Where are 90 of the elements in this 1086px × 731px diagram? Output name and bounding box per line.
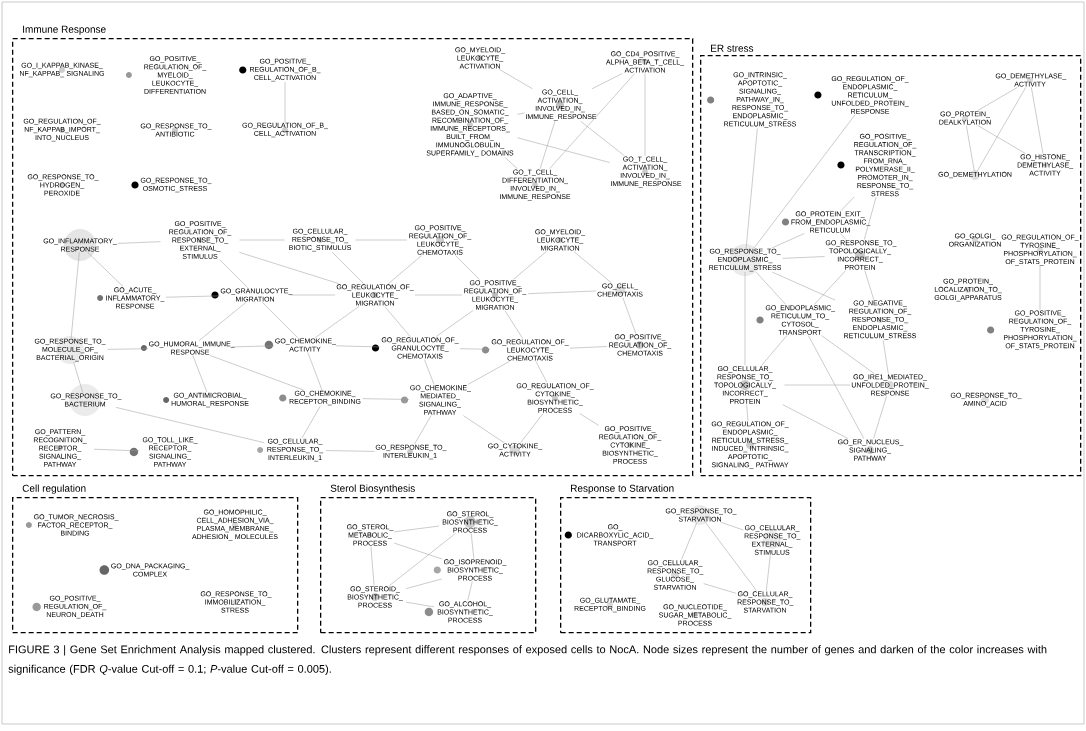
connector-line <box>165 295 220 298</box>
connector-line <box>467 581 473 601</box>
connector-line <box>115 407 265 443</box>
connector-line <box>301 405 321 439</box>
node-label: Cell regulation <box>22 484 86 494</box>
connector-line <box>107 348 149 350</box>
connector-line <box>966 125 975 172</box>
connector-line <box>527 290 597 294</box>
connector-line <box>405 601 435 608</box>
connector-line <box>513 251 547 280</box>
connector-line <box>424 359 435 385</box>
connector-line <box>705 522 757 591</box>
connector-line <box>864 196 877 240</box>
connector-line <box>335 345 381 348</box>
connector-line <box>463 415 505 443</box>
connector-line <box>745 128 758 249</box>
node-label: ER stress <box>711 44 754 52</box>
connector-line <box>470 533 475 559</box>
connector-line <box>977 125 1026 154</box>
connector-line <box>580 121 625 157</box>
connector-line <box>840 196 855 211</box>
connector-line <box>703 583 737 594</box>
connector-line <box>393 542 443 560</box>
connector-line <box>753 114 856 249</box>
connector-line <box>455 255 480 280</box>
connector-line <box>198 302 247 341</box>
connector-line <box>262 302 298 338</box>
connector-line <box>73 361 84 393</box>
connector-line <box>569 346 608 349</box>
connector-line <box>499 69 533 90</box>
connector-line <box>782 256 825 259</box>
connector-line <box>209 355 304 391</box>
connector-line <box>622 297 637 334</box>
connector-line <box>771 233 805 249</box>
connector-line <box>459 348 491 350</box>
connector-line <box>239 252 339 284</box>
node-label: Immune Response <box>23 25 106 35</box>
connector-line <box>192 355 208 393</box>
connector-line <box>388 255 422 284</box>
connector-line <box>520 413 544 443</box>
connector-line <box>873 396 887 439</box>
connector-line <box>539 121 556 170</box>
figure-caption: FIGURE 3 | Gene Set Enrichment Analysis mapped clustered. Clusters represent different responses of exposed cells to NocA. Node sizes represent the number of genes and darken of the color increases with significance (FDR Q-value Cut-off = 0.1; P-value Cut-off = 0.005). <box>8 645 1047 675</box>
connector-line <box>746 404 749 421</box>
connector-line <box>517 112 525 115</box>
connector-line <box>782 404 849 439</box>
connector-line <box>467 361 510 385</box>
connector-line <box>117 241 161 244</box>
connector-line <box>436 310 474 337</box>
connector-line <box>231 345 275 348</box>
connector-line <box>389 533 456 586</box>
connector-line <box>591 73 623 90</box>
connector-line <box>549 73 635 170</box>
node-label: Response to Starvation <box>571 484 674 494</box>
connector-line <box>573 251 612 283</box>
connector-line <box>315 306 360 338</box>
connector-line <box>1031 87 1044 154</box>
connector-line <box>93 449 140 452</box>
connector-line <box>307 352 323 391</box>
connector-line <box>814 270 846 305</box>
connector-line <box>393 525 440 533</box>
node-label: Sterol Biosynthesis <box>330 484 415 494</box>
connector-line <box>384 306 411 337</box>
connector-line <box>761 335 788 366</box>
connector-line <box>882 340 889 374</box>
connector-line <box>504 310 523 339</box>
connector-line <box>517 137 610 163</box>
connector-line <box>977 87 1018 111</box>
connector-line <box>772 271 836 301</box>
connector-line <box>977 87 1026 172</box>
connector-line <box>70 252 80 339</box>
connector-line <box>721 522 744 531</box>
connector-line <box>755 271 786 305</box>
connector-line <box>808 335 865 439</box>
connector-line <box>681 522 698 560</box>
connector-line <box>362 398 410 400</box>
connector-line <box>766 555 771 591</box>
connector-line <box>405 578 443 589</box>
connector-line <box>370 546 375 586</box>
connector-line <box>864 270 874 300</box>
connector-line <box>325 450 375 452</box>
connector-line <box>505 157 518 170</box>
connector-line <box>219 259 248 288</box>
connector-line <box>331 251 364 284</box>
connector-line <box>535 361 548 383</box>
connector-line <box>579 413 599 426</box>
connector-line <box>414 415 432 445</box>
connector-line <box>87 252 124 287</box>
connector-line <box>840 233 847 240</box>
connector-line <box>821 335 875 374</box>
